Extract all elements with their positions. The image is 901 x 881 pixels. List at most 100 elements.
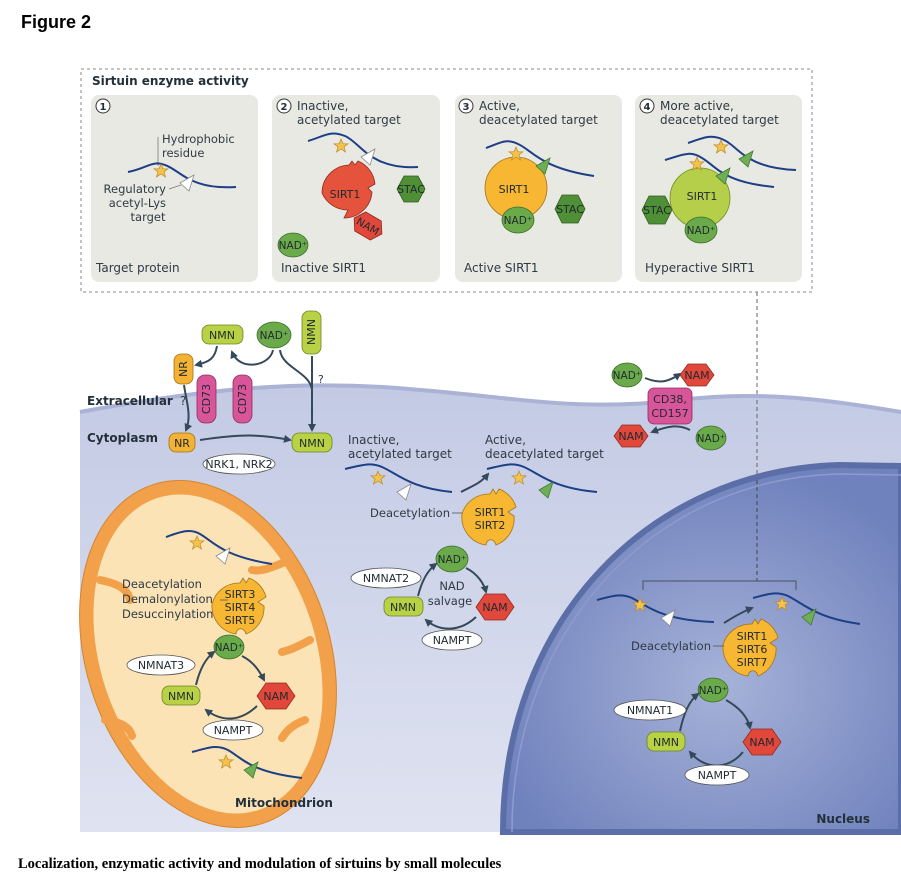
- nad-label: NAD⁺: [279, 240, 308, 252]
- hydrophobic-label: Hydrophobic: [162, 132, 235, 146]
- protein-strand-upper: [687, 135, 797, 171]
- cd38-cd157-enzyme: [647, 387, 693, 425]
- panel-inactive-sirt1: 2 Inactive, acetylated target SIRT1 STAC…: [272, 95, 440, 282]
- stac-hexagon: [554, 194, 586, 224]
- figure-caption: Localization, enzymatic activity and mod…: [18, 856, 502, 872]
- extracellular-label: Extracellular: [87, 394, 173, 408]
- panel-1-background: [91, 95, 258, 282]
- sirtuin-activity-frame: [80, 68, 813, 293]
- sirt1-label: SIRT1: [475, 506, 506, 519]
- panel-hyperactive-sirt1: 4 More active, deacetylated target SIRT1…: [635, 95, 802, 282]
- panel-caption: Target protein: [95, 261, 180, 275]
- nad-ellipse: [697, 677, 729, 703]
- protein-strand: [344, 463, 453, 493]
- nad-label: NAD⁺: [699, 685, 728, 697]
- stac-label: STAC: [556, 203, 584, 216]
- sirt7-label: SIRT7: [737, 656, 768, 669]
- nrk-label: NRK1, NRK2: [205, 458, 272, 471]
- cd157-label: CD157: [651, 407, 688, 420]
- residue-label: residue: [162, 146, 204, 160]
- nad-ellipse: [277, 232, 309, 258]
- panel-heading-2: deacetylated target: [660, 113, 779, 127]
- cytoplasm-label: Cytoplasm: [87, 431, 158, 445]
- nr-label: NR: [174, 437, 190, 450]
- panel-number-badge: [95, 98, 111, 114]
- nmnat1-label: NMNAT1: [627, 704, 673, 717]
- nam-label: NAM: [749, 736, 774, 749]
- nmn-label: NMN: [390, 601, 416, 614]
- sirt3-label: SIRT3: [225, 588, 256, 601]
- panel-heading: More active,: [660, 99, 734, 113]
- sirt5-label: SIRT5: [225, 614, 256, 627]
- acetyl-lys-label: acetyl-Lys: [109, 196, 166, 210]
- nad-ellipse: [213, 634, 245, 660]
- nampt-label: NAMPT: [433, 634, 472, 647]
- nmn-label: NMN: [299, 437, 325, 450]
- protein-strand: [485, 140, 595, 177]
- panel-number: 1: [100, 102, 107, 113]
- nucleus-label: Nucleus: [816, 812, 870, 826]
- nampt-enzyme: [421, 629, 483, 651]
- question-mark: ?: [318, 373, 324, 386]
- sirt1-label: SIRT1: [499, 183, 530, 196]
- stac-label: STAC: [643, 204, 671, 217]
- nam-hexagon: [256, 682, 296, 710]
- sirt6-label: SIRT6: [737, 643, 768, 656]
- sirt-mito-enzyme: [211, 577, 267, 635]
- deacetylation-label: Deacetylation: [122, 577, 202, 591]
- nad-label: NAD⁺: [215, 642, 244, 654]
- mitochondrion: SIRT3 SIRT4 SIRT5 Deacetylation Demalony…: [79, 480, 337, 828]
- nr-extracellular-box: [173, 353, 194, 385]
- nuclear-envelope: [499, 461, 901, 835]
- desuccinylation-label: Desuccinylation: [122, 607, 213, 621]
- inactive-heading-2: acetylated target: [348, 447, 452, 461]
- extracellular-pathway: Extracellular ? Cytoplasm NMN NAD⁺ NMN N…: [87, 310, 333, 475]
- nam-label: NAM: [618, 430, 643, 443]
- protein-strand: [127, 162, 237, 189]
- nampt-enzyme: [684, 764, 750, 786]
- regulatory-label: Regulatory: [104, 182, 167, 196]
- target-label: target: [131, 210, 166, 224]
- sirt1-label: SIRT1: [330, 188, 361, 201]
- sirt1-inactive-enzyme: [321, 160, 376, 219]
- nad-label: NAD⁺: [260, 330, 289, 342]
- protein-strand: [165, 529, 273, 565]
- active-heading-2: deacetylated target: [485, 447, 604, 461]
- protein-strand: [191, 745, 303, 779]
- cytoplasm-sirt-pathway: Inactive, acetylated target Active, deac…: [344, 433, 604, 651]
- nam-hexagon: [613, 424, 649, 448]
- stac-label: STAC: [397, 183, 425, 196]
- panel-number-badge: [639, 98, 655, 114]
- protein-strand: [486, 463, 598, 493]
- sirt1-label: SIRT1: [737, 630, 768, 643]
- protein-strand: [307, 132, 419, 169]
- panel-number-badge: [458, 98, 474, 114]
- nad-ellipse: [611, 362, 643, 388]
- nam-hexagon: [475, 593, 515, 621]
- nam-hexagon: [679, 363, 715, 387]
- panel-heading-2: acetylated target: [297, 113, 401, 127]
- panel-heading-2: deacetylated target: [479, 113, 598, 127]
- nrk-enzyme: [202, 453, 276, 475]
- nad-label: NAD⁺: [438, 554, 467, 566]
- nmn-label: NMN: [653, 736, 679, 749]
- active-heading: Active,: [485, 433, 526, 447]
- sirt2-label: SIRT2: [475, 519, 506, 532]
- cd38-label: CD38,: [653, 393, 687, 406]
- nad-ellipse: [435, 545, 469, 573]
- sirtuin-activity-title: Sirtuin enzyme activity: [92, 74, 249, 88]
- cd73-right: [232, 374, 253, 424]
- nmnat2-enzyme: [350, 567, 422, 589]
- deacetylation-label: Deacetylation: [370, 506, 450, 520]
- nmn-label: NMN: [168, 690, 194, 703]
- nucleus: SIRT1 SIRT6 SIRT7 Deacetylation NAD⁺ NAM…: [499, 461, 901, 835]
- nr-vertical-label: NR: [177, 361, 190, 377]
- demalonylation-label: Demalonylation: [122, 592, 213, 606]
- sirt4-label: SIRT4: [225, 601, 256, 614]
- nmn-vertical-box: [301, 310, 322, 355]
- sirt-nuclear-enzyme: [722, 618, 779, 677]
- panel-number: 2: [281, 102, 288, 113]
- cd38-cd157-pathway: NAD⁺ NAM CD38, CD157 NAM NAD⁺: [611, 362, 727, 451]
- nad-label: NAD⁺: [697, 433, 726, 445]
